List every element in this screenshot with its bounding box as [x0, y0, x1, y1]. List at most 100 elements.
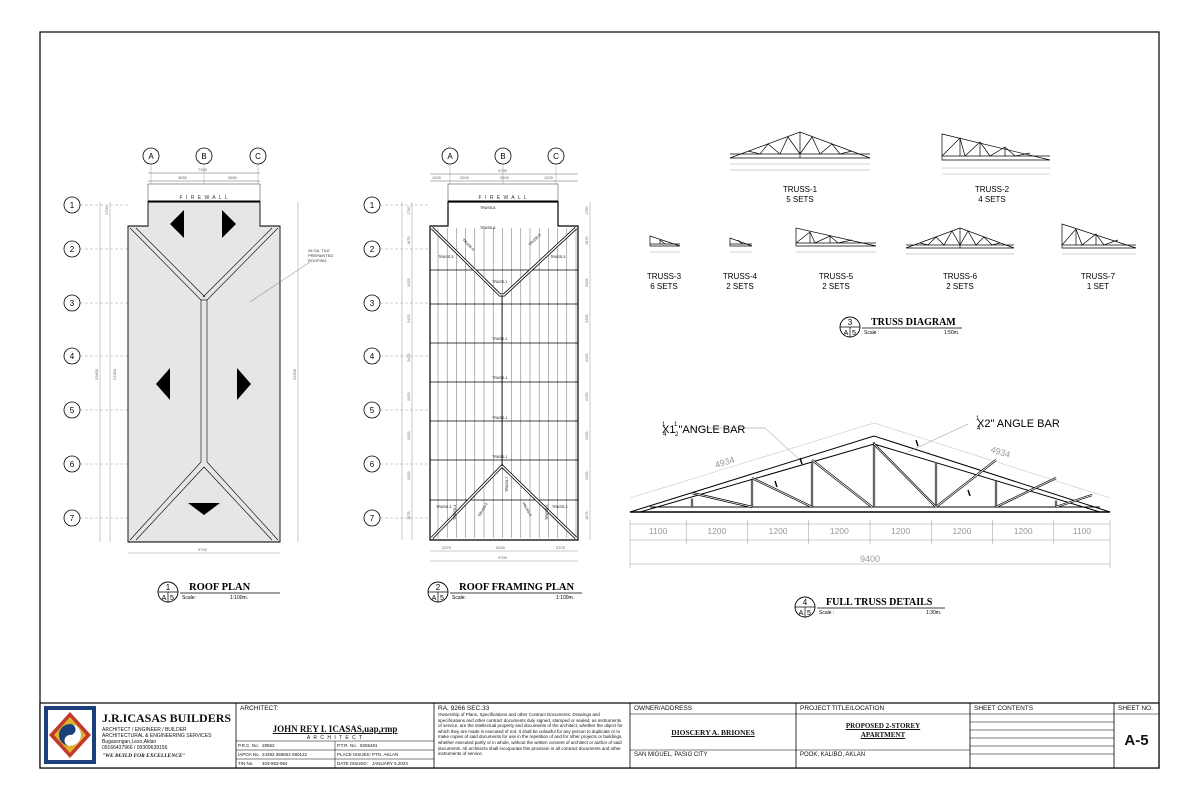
firm-address: Bugasongan,Lezo,Aklan: [102, 739, 157, 745]
rp-dim-side-total: 21950: [112, 368, 117, 380]
truss-3-name: TRUSS-3: [647, 272, 682, 281]
truss-4-drawing: [729, 237, 753, 253]
rp-grid-col-A: A: [142, 147, 160, 165]
rp-grid-row-6-label: 6: [70, 460, 75, 469]
fp-dim-side-right-6: 2425: [585, 432, 589, 440]
rp-grid-row-4: 4: [63, 347, 81, 365]
fp-grid-row-7-label: 7: [370, 514, 375, 523]
fp-detail-no: 2: [436, 583, 441, 592]
truss-2-sets: 4 SETS: [978, 195, 1006, 204]
fp-grid-row-5-label: 5: [370, 406, 375, 415]
firm-motto: "WE BUILD FOR EXCELLENCE": [102, 753, 186, 759]
rp-grid-col-B: B: [195, 147, 213, 165]
fp-truss-label-3: TRUSS-3: [550, 255, 565, 259]
ft-right-callout: X2" ANGLE BAR: [977, 418, 1060, 430]
fp-dim-side-right-3: 2425: [585, 315, 589, 323]
rp-grid-row-2: 2: [63, 240, 81, 258]
rp-dim-top-left: 3650: [178, 175, 188, 180]
truss-1-name: TRUSS-1: [783, 185, 818, 194]
td-scale: 1:50m.: [944, 330, 959, 336]
td-scale-label: Scale :: [864, 330, 879, 336]
fp-grid-col-C: C: [547, 147, 565, 165]
fp-dim-bottom-1: 5250: [496, 545, 506, 550]
rp-grid-col-B-label: B: [201, 152, 206, 161]
truss-5-name: TRUSS-5: [819, 272, 854, 281]
fp-title: ROOF FRAMING PLAN: [459, 582, 575, 593]
svg-text:1: 1: [674, 422, 678, 428]
fp-truss-label-0: TRUSS-6: [480, 206, 495, 210]
fp-dim-top-2: 2500: [500, 175, 510, 180]
rp-grid-row-5: 5: [63, 401, 81, 419]
rp-grid-col-C-label: C: [255, 152, 261, 161]
ra-title: RA. 9266 SEC.33: [438, 705, 490, 712]
fp-dim-side-right-0: 1700: [585, 207, 589, 215]
rp-dim-bottom: 9700: [198, 547, 208, 552]
rp-firewall: F I R E W A L L: [180, 195, 229, 201]
fp-grid-row-3-label: 3: [370, 299, 375, 308]
fp-truss-label-10: TRUSS-1: [492, 455, 507, 459]
fp-truss-label-17: TRUSS-4: [545, 505, 549, 520]
ft-panel-7: 1100: [1073, 526, 1092, 536]
firm-services: ARCHITECTURAL & ENGINEERING SERVICES: [102, 733, 212, 739]
sheet-no: A-5: [1124, 732, 1149, 749]
fp-grid-col-A-label: A: [447, 152, 453, 161]
fp-truss-label-1: TRUSS-6: [480, 226, 495, 230]
rp-grid-row-2-label: 2: [70, 245, 75, 254]
ft-total: 9400: [860, 554, 880, 564]
svg-text:1: 1: [976, 416, 980, 422]
iapoa-value: 24382 359654 080122: [262, 752, 308, 757]
ptr-value: 8255481: [360, 743, 378, 748]
fp-dim-side-right-8: 1875: [585, 512, 589, 520]
fp-dim-top-3: 1200: [544, 175, 554, 180]
rp-grid-col-A-label: A: [148, 152, 154, 161]
firm-name: J.R.ICASAS BUILDERS: [102, 711, 232, 725]
ft-top-chord-right: 4934: [989, 444, 1011, 459]
svg-text:2: 2: [675, 432, 679, 438]
fp-dim-side-6: 2425: [407, 432, 411, 440]
fp-dim-side-right-1: 1875: [585, 237, 589, 245]
fp-grid-row-6: 6: [363, 455, 381, 473]
rp-grid-row-1: 1: [63, 196, 81, 214]
truss-1-drawing: [729, 131, 871, 171]
tin-label: TIN No.: [238, 761, 254, 766]
fp-grid-row-5: 5: [363, 401, 381, 419]
truss-6-drawing: [905, 227, 1015, 255]
ft-panel-6: 1200: [1014, 526, 1033, 536]
ft-panel-4: 1200: [891, 526, 910, 536]
full-truss-details: X1 "ANGLE BAR X2" ANGLE BAR 14 12 14 493…: [629, 416, 1111, 618]
fp-dim-side-right-4: 2425: [585, 354, 589, 362]
fp-dim-side-right-2: 2425: [585, 279, 589, 287]
ft-scale: 1:30m.: [926, 610, 941, 616]
prc-label: P.R.C. No.: [238, 743, 259, 748]
fp-grid-col-C-label: C: [553, 152, 559, 161]
fp-truss-label-7: TRUSS-1: [492, 337, 507, 341]
truss-2-name: TRUSS-2: [975, 185, 1010, 194]
ft-fraction-marks: 14 12 14: [662, 416, 981, 438]
fp-truss-label-6: TRUSS-1: [492, 280, 507, 284]
fp-dim-side-4: 2425: [407, 354, 411, 362]
fp-sheet-ref: A: [432, 595, 437, 602]
ft-panel-2: 1200: [769, 526, 788, 536]
tin-value: 403-853-984: [262, 761, 288, 766]
ptr-label: P.T.R. No.: [337, 743, 357, 748]
fp-grid-row-2: 2: [363, 240, 381, 258]
fp-dim-bottom-2: 2375: [556, 545, 566, 550]
ft-sheet-ref-no: 5: [807, 610, 811, 617]
rp-grid-row-6: 6: [63, 455, 81, 473]
fp-scale: 1:100m.: [556, 595, 574, 601]
fp-grid-col-A: A: [441, 147, 459, 165]
rp-detail-no: 1: [166, 583, 171, 592]
fp-dim-side-3: 2425: [407, 315, 411, 323]
fp-truss-label-2: TRUSS-3: [438, 255, 453, 259]
fp-dim-bottom-0: 2075: [442, 545, 452, 550]
owner-label: OWNER/ADDRESS: [634, 705, 693, 712]
fp-truss-label-16: TRUSS-4: [453, 505, 457, 520]
fp-truss-label-13: TRUSS-2: [521, 502, 532, 517]
fp-dim-side-2: 2425: [407, 279, 411, 287]
truss-5-drawing: [795, 227, 877, 253]
prc-value: 28552: [262, 743, 275, 748]
truss-6-sets: 2 SETS: [946, 282, 974, 291]
rp-scale-label: Scale:: [182, 595, 196, 601]
truss-7-drawing: [1061, 223, 1137, 255]
fp-truss-label-14: TRUSS-3: [436, 505, 451, 509]
